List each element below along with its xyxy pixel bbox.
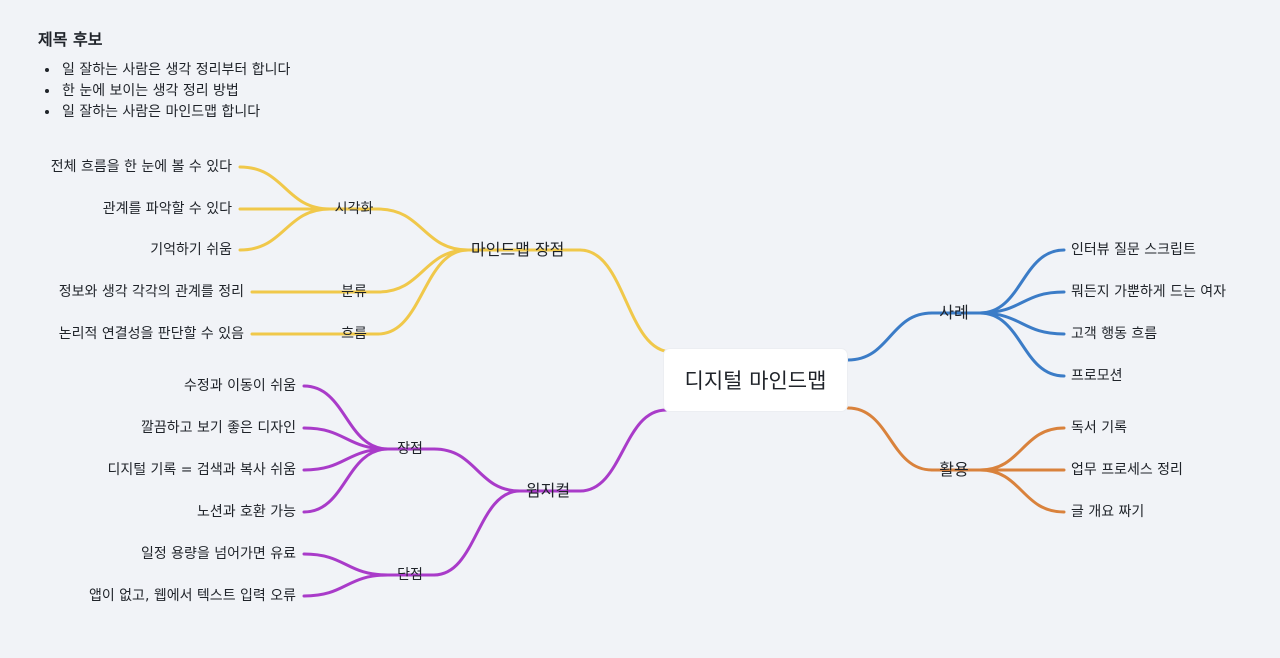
leaf-connector [302, 447, 390, 514]
branch-label[interactable]: 활용 [939, 460, 969, 479]
title-candidates: 제목 후보 일 잘하는 사람은 생각 정리부터 합니다 한 눈에 보이는 생각 … [38, 26, 290, 123]
subbranch-connector [432, 489, 522, 577]
title-candidate[interactable]: 한 눈에 보이는 생각 정리 방법 [60, 81, 290, 102]
leaf-label[interactable]: 전체 흐름을 한 눈에 볼 수 있다 [50, 159, 232, 175]
branch-connector [846, 406, 934, 472]
leaf-label[interactable]: 관계를 파악할 수 있다 [102, 201, 232, 217]
leaf-label[interactable]: 뭐든지 가뿐하게 드는 여자 [1071, 284, 1227, 300]
branch-label[interactable]: 사례 [939, 303, 969, 322]
subbranch-connector [376, 207, 470, 252]
subbranch-label[interactable]: 장점 [397, 441, 423, 457]
leaf-label[interactable]: 고객 행동 흐름 [1071, 326, 1158, 342]
leaf-label[interactable]: 독서 기록 [1071, 420, 1127, 436]
root-node[interactable]: 디지털 마인드맵 [664, 349, 847, 411]
leaf-connector [238, 165, 332, 211]
subbranch-label[interactable]: 단점 [397, 567, 423, 583]
leaf-connector [302, 573, 390, 598]
branch-connector [578, 408, 668, 493]
title-candidate[interactable]: 일 잘하는 사람은 마인드맵 합니다 [60, 102, 290, 123]
subbranch-label[interactable]: 분류 [341, 284, 367, 300]
branch-connector [578, 248, 674, 354]
leaf-connector [978, 468, 1066, 514]
leaf-connector [978, 426, 1066, 472]
leaf-connector [978, 311, 1066, 378]
leaf-label[interactable]: 깔끔하고 보기 좋은 디자인 [140, 420, 296, 436]
leaf-connector [238, 207, 332, 252]
leaf-label[interactable]: 기억하기 쉬움 [150, 242, 232, 258]
leaf-label[interactable]: 글 개요 짜기 [1071, 504, 1145, 520]
leaf-label[interactable]: 정보와 생각 각각의 관계를 정리 [58, 284, 244, 300]
leaf-label[interactable]: 노션과 호환 가능 [196, 504, 296, 520]
title-candidate[interactable]: 일 잘하는 사람은 생각 정리부터 합니다 [60, 60, 290, 81]
title-candidate-list: 일 잘하는 사람은 생각 정리부터 합니다 한 눈에 보이는 생각 정리 방법 … [38, 60, 290, 123]
leaf-label[interactable]: 일정 용량을 넘어가면 유료 [140, 546, 296, 562]
leaf-label[interactable]: 업무 프로세스 정리 [1071, 462, 1183, 478]
branch-connector [846, 311, 934, 362]
subbranch-connector [376, 248, 470, 294]
leaf-connector [302, 384, 390, 451]
branch-label[interactable]: 윔지컬 [525, 481, 571, 500]
title-heading: 제목 후보 [38, 30, 103, 49]
subbranch-label[interactable]: 시각화 [334, 201, 374, 217]
leaf-label[interactable]: 프로모션 [1071, 368, 1123, 384]
root-node-label: 디지털 마인드맵 [684, 369, 827, 393]
leaf-label[interactable]: 수정과 이동이 쉬움 [184, 378, 296, 394]
leaf-label[interactable]: 디지털 기록 = 검색과 복사 쉬움 [107, 462, 296, 478]
branch-label[interactable]: 마인드맵 장점 [471, 240, 565, 259]
leaf-label[interactable]: 앱이 없고, 웹에서 텍스트 입력 오류 [88, 588, 296, 604]
leaf-label[interactable]: 인터뷰 질문 스크립트 [1071, 242, 1196, 258]
subbranch-label[interactable]: 흐름 [341, 326, 367, 342]
leaf-connector [302, 552, 390, 577]
subbranch-connector [376, 248, 470, 336]
subbranch-connector [432, 447, 522, 493]
leaf-connector [978, 248, 1066, 315]
leaf-label[interactable]: 논리적 연결성을 판단할 수 있음 [58, 326, 244, 342]
